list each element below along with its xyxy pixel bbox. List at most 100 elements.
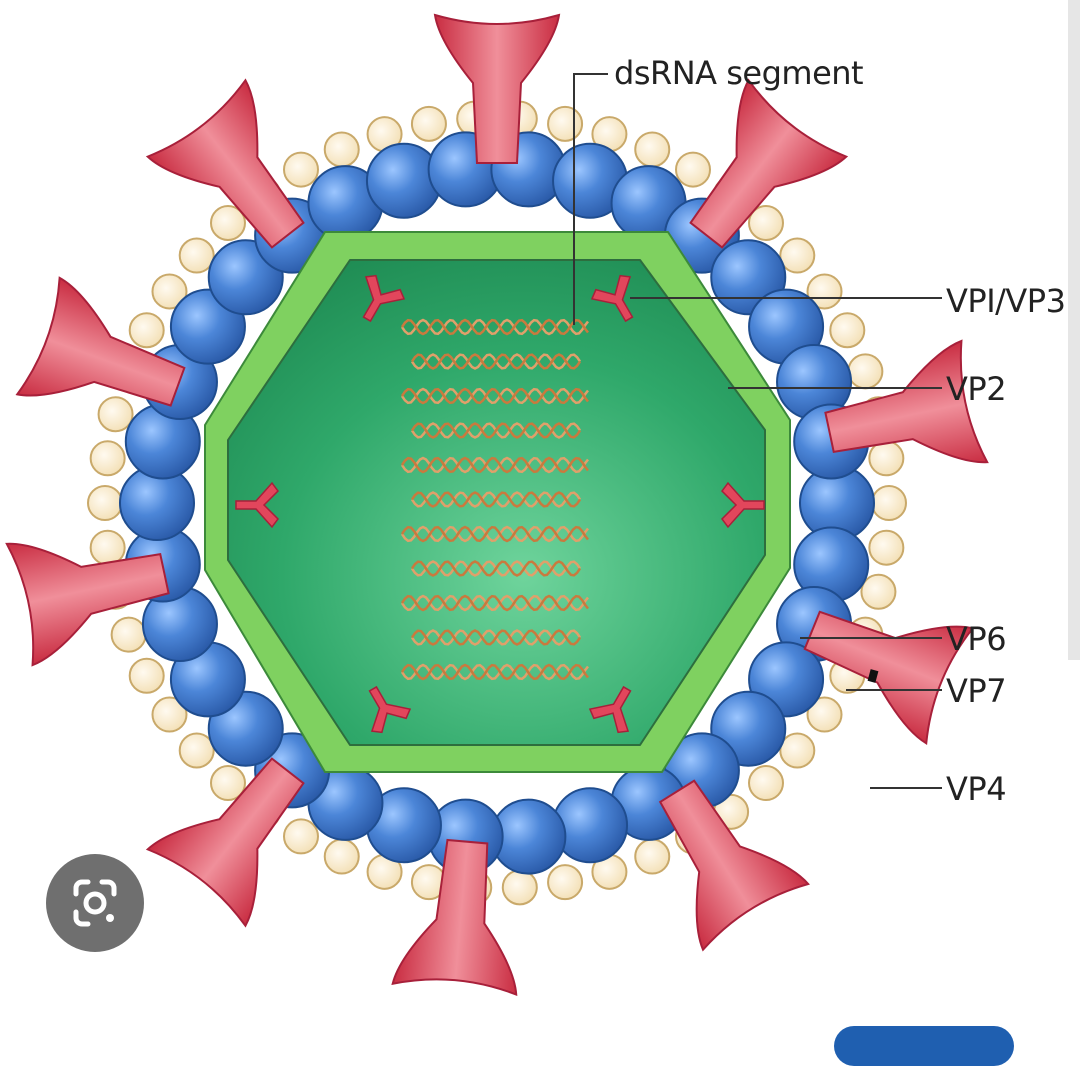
vp7-bead	[748, 204, 785, 241]
vp7-bead	[178, 237, 215, 274]
dsrna-strand	[400, 594, 589, 612]
dsrna-strand	[400, 663, 589, 681]
vp4-spike-shape	[145, 757, 305, 928]
vp7-bead	[283, 151, 319, 188]
vp7-bead	[779, 237, 816, 274]
vp7-bead	[779, 732, 816, 769]
label-vp6: VP6	[946, 620, 1007, 658]
vp4-spike-shape	[658, 779, 810, 952]
leader-lines	[573, 73, 942, 789]
vp6-intermediate-capsid-layer	[119, 131, 875, 875]
vp7-bead	[323, 838, 360, 875]
label-vp4: VP4	[946, 770, 1007, 808]
dsrna-strand	[400, 594, 589, 612]
vp4-spike-shape	[824, 339, 989, 464]
vp7-bead	[847, 353, 884, 390]
vp7-bead	[128, 312, 165, 349]
vp7-bead	[209, 204, 246, 241]
vp1-vp3-enzyme	[588, 685, 632, 734]
vp4-spike	[689, 78, 849, 249]
vp7-bead	[128, 657, 165, 694]
vp1-vp3-shape	[588, 685, 632, 734]
dsrna-strand	[400, 456, 589, 474]
vp4-spike	[5, 542, 170, 667]
label-vp7: VP7	[946, 672, 1007, 710]
google-lens-button[interactable]	[46, 854, 144, 952]
vp1-vp3-shape	[590, 274, 634, 323]
dsrna-strand	[400, 387, 589, 405]
dsrna-strand	[400, 525, 589, 543]
google-lens-icon	[73, 879, 117, 927]
vp4-spike	[15, 276, 186, 407]
vp1-vp3-enzyme	[362, 274, 406, 323]
dsrna-strand	[400, 318, 589, 336]
dsrna-strand	[410, 560, 582, 577]
vp7-bead	[829, 312, 866, 349]
dsrna-strand	[400, 318, 589, 336]
screen-edge-bar	[1068, 0, 1080, 660]
vp7-bead	[97, 396, 134, 433]
vp7-bead	[323, 131, 360, 168]
vp4-spike-shape	[15, 276, 186, 407]
vp1-vp3-enzyme	[368, 685, 412, 734]
vp7-bead	[89, 529, 126, 566]
vp4-spike-shape	[689, 78, 849, 249]
vp7-bead	[860, 573, 897, 610]
rotavirus-diagram	[5, 13, 989, 997]
vp4-spike-shape	[803, 610, 975, 745]
vp7-bead	[634, 838, 671, 875]
vp7-bead	[868, 529, 905, 566]
vp1-vp3-shape	[721, 481, 765, 529]
vp7-bead	[151, 696, 188, 733]
label-dsrna-segment: dsRNA segment	[614, 54, 864, 92]
vp4-spike	[658, 779, 810, 952]
vp4-spike	[391, 838, 518, 997]
vp1-vp3-enzyme	[590, 274, 634, 323]
vp7-bead	[89, 440, 126, 477]
vp7-bead	[868, 440, 905, 477]
label-vp1-vp3: VPI/VP3	[946, 282, 1066, 320]
dsrna-strand	[400, 525, 589, 543]
vp7-bead	[806, 696, 843, 733]
vp7-bead	[410, 105, 447, 142]
vp4-spike-layer	[5, 13, 989, 997]
core	[227, 259, 766, 746]
vp7-bead	[87, 485, 123, 521]
partial-button[interactable]	[834, 1026, 1014, 1066]
dsrna-strand	[400, 663, 589, 681]
dsrna-strand	[410, 353, 582, 370]
label-vp2: VP2	[946, 370, 1007, 408]
vp7-bead	[110, 616, 147, 653]
dsrna-strand	[400, 456, 589, 474]
vp1-vp3-shape	[235, 481, 279, 529]
dsrna-strand	[410, 629, 582, 646]
vp4-spike-shape	[391, 838, 518, 997]
vp4-spike	[145, 78, 305, 249]
vp7-bead	[675, 151, 711, 188]
dsrna-strand	[400, 387, 589, 405]
vp1-vp3-enzyme	[721, 481, 765, 529]
vp4-spike-shape	[433, 13, 561, 164]
dsrna-segments	[400, 318, 589, 681]
vp4-spike-shape	[5, 542, 170, 667]
vp7-bead	[634, 131, 671, 168]
vp4-spike	[824, 339, 989, 464]
vp4-spike	[433, 13, 561, 164]
vp7-bead	[547, 864, 584, 901]
vp7-bead	[151, 273, 188, 310]
speck	[867, 669, 879, 683]
vp1-vp3-shape	[362, 274, 406, 323]
vp7-bead	[209, 765, 246, 802]
vp7-bead	[547, 105, 584, 142]
vp1-vp3-shape	[368, 685, 412, 734]
vp1-vp3-enzymes	[235, 274, 765, 734]
vp7-bead	[748, 765, 785, 802]
vp4-spike	[145, 757, 305, 928]
vp7-bead	[283, 818, 319, 855]
vp4-spike	[803, 610, 975, 745]
vp4-spike-shape	[145, 78, 305, 249]
vp7-bead	[501, 869, 538, 906]
vp7-bead	[178, 732, 215, 769]
dsrna-strand	[410, 422, 582, 439]
vp7-bead	[871, 485, 907, 521]
